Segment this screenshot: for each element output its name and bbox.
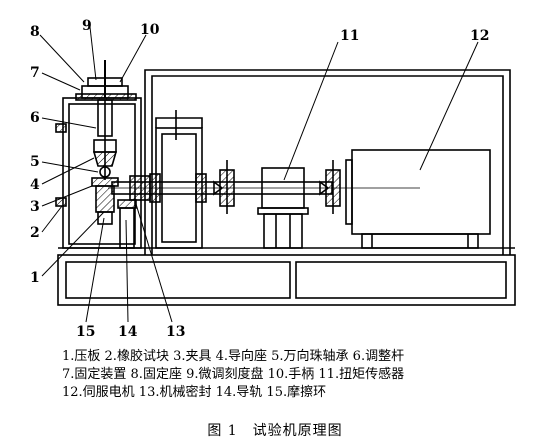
servo-motor bbox=[345, 149, 491, 249]
callout-7: 7 bbox=[30, 65, 40, 81]
torque-sensor bbox=[257, 167, 309, 249]
callout-3: 3 bbox=[30, 199, 40, 215]
left-coupling bbox=[213, 160, 235, 214]
callout-13: 13 bbox=[166, 324, 185, 340]
legend-line-2: 7.固定装置 8.固定座 9.微调刻度盘 10.手柄 11.扭矩传感器 bbox=[62, 367, 405, 382]
outer-frame bbox=[144, 69, 511, 255]
callout-10: 10 bbox=[140, 22, 160, 38]
callout-6: 6 bbox=[30, 110, 40, 126]
figure-caption: 图 1 试验机原理图 bbox=[207, 423, 343, 439]
callout-2: 2 bbox=[30, 225, 40, 241]
callout-15: 15 bbox=[76, 324, 95, 340]
callout-12: 12 bbox=[470, 28, 489, 44]
right-coupling bbox=[319, 160, 341, 214]
callout-1: 1 bbox=[30, 270, 40, 286]
legend-line-1: 1.压板 2.橡胶试块 3.夹具 4.导向座 5.万向珠轴承 6.调整杆 bbox=[62, 349, 405, 364]
callout-5: 5 bbox=[30, 154, 40, 170]
callout-4: 4 bbox=[30, 177, 40, 193]
bearing-support bbox=[149, 110, 207, 249]
legend-line-3: 12.伺服电机 13.机械密封 14.导轨 15.摩擦环 bbox=[62, 385, 327, 400]
callout-9: 9 bbox=[82, 18, 92, 34]
callout-8: 8 bbox=[30, 24, 40, 40]
left-test-box bbox=[55, 60, 142, 249]
callout-11: 11 bbox=[340, 28, 359, 44]
callout-14: 14 bbox=[118, 324, 138, 340]
